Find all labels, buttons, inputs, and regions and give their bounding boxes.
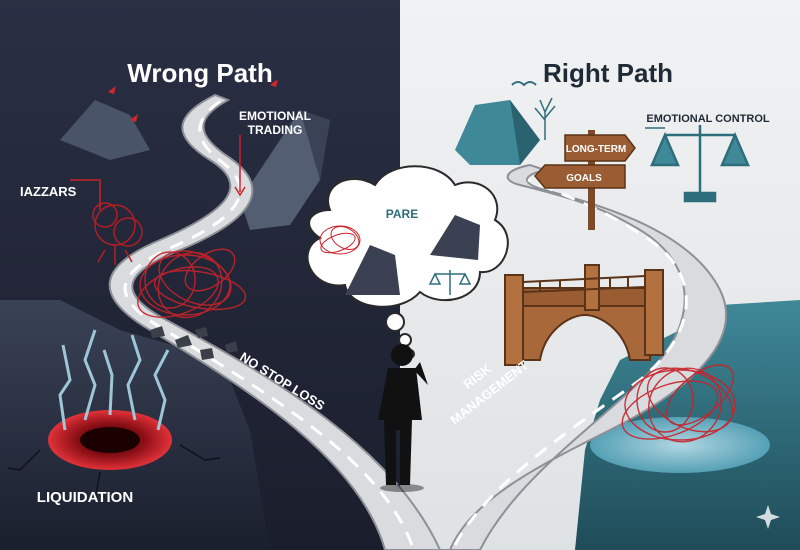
pit-cracks (7, 444, 221, 501)
road-debris (150, 326, 238, 360)
signpost (534, 130, 636, 230)
hazard-bush (92, 202, 143, 265)
bubble-rock-right (430, 215, 480, 260)
left-rock-1 (60, 100, 150, 160)
right-road-dashes (453, 178, 688, 546)
tree-icon (534, 97, 556, 140)
chaos-scribble-left (137, 248, 247, 319)
left-rock-2-shade (300, 110, 330, 180)
thought-bubble (306, 165, 509, 359)
right-rock-1-shade (510, 100, 540, 165)
bubble-pare-label: PARE (386, 207, 418, 221)
sign-goals-label: GOALS (566, 173, 602, 184)
bubble-scribble (319, 225, 361, 255)
water-hole (590, 417, 770, 473)
red-birds (108, 79, 278, 122)
emotional-control-label: EMOTIONAL CONTROL (646, 113, 770, 125)
teal-bird (511, 81, 537, 87)
lightning-spikes (58, 329, 170, 431)
bubble-scale-icon (428, 270, 472, 295)
person-silhouette (378, 344, 428, 492)
left-road-dashes (123, 98, 414, 546)
sign-long-term-label: LONG-TERM (566, 144, 627, 155)
liquidation-label: LIQUIDATION (37, 489, 133, 506)
sparkle-icon (756, 505, 780, 529)
bubble-rock-left (345, 245, 400, 295)
chaos-scribble-right (621, 364, 736, 443)
balance-scale-icon (650, 125, 750, 203)
wrong-path-title: Wrong Path (127, 58, 272, 88)
wooden-bridge (504, 264, 664, 366)
emotional-trading-label-1: EMOTIONAL (239, 109, 311, 123)
left-rock-2 (240, 110, 330, 230)
hazards-label: IAZZARS (20, 184, 77, 199)
emotional-trading-label-2: TRADING (248, 123, 303, 137)
left-pointers (70, 135, 246, 210)
pit-core (80, 427, 140, 453)
right-path-title: Right Path (543, 58, 673, 88)
